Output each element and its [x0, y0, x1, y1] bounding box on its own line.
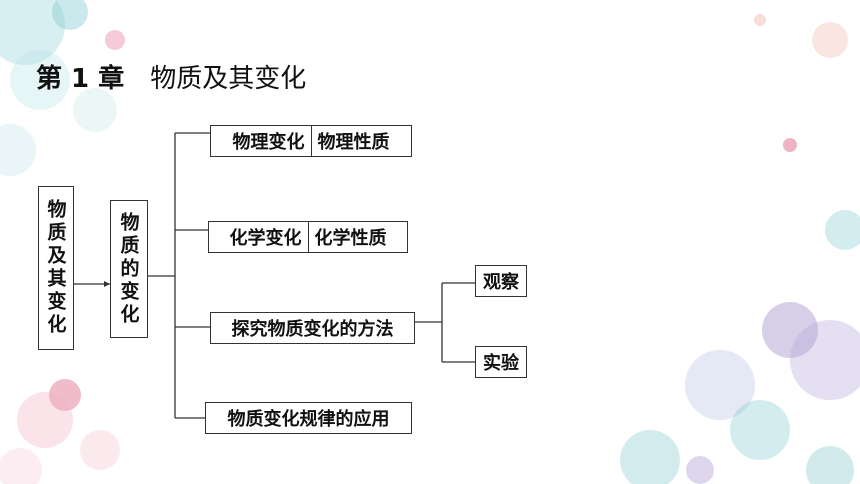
slide-title: 第 1 章物质及其变化 — [36, 58, 306, 95]
branch-law-application: 物质变化规律的应用 — [205, 402, 412, 434]
method-observation: 观察 — [475, 265, 527, 297]
root-node: 物质及其变化 — [38, 186, 74, 350]
chapter-number: 第 1 章 — [36, 64, 125, 94]
branch-physical-change: 物理变化 物理性质 — [210, 125, 412, 157]
branch-chemical-change: 化学变化 化学性质 — [208, 221, 408, 253]
chemical-property-label: 化学性质 — [307, 222, 393, 252]
branch-investigation-methods: 探究物质变化的方法 — [210, 312, 415, 344]
level1-node: 物质的变化 — [110, 200, 148, 338]
method-experiment: 实验 — [475, 346, 527, 378]
physical-property-label: 物理性质 — [310, 126, 396, 156]
chapter-title: 物质及其变化 — [150, 64, 307, 94]
chemical-change-label: 化学变化 — [229, 228, 302, 249]
physical-change-label: 物理变化 — [232, 132, 305, 153]
